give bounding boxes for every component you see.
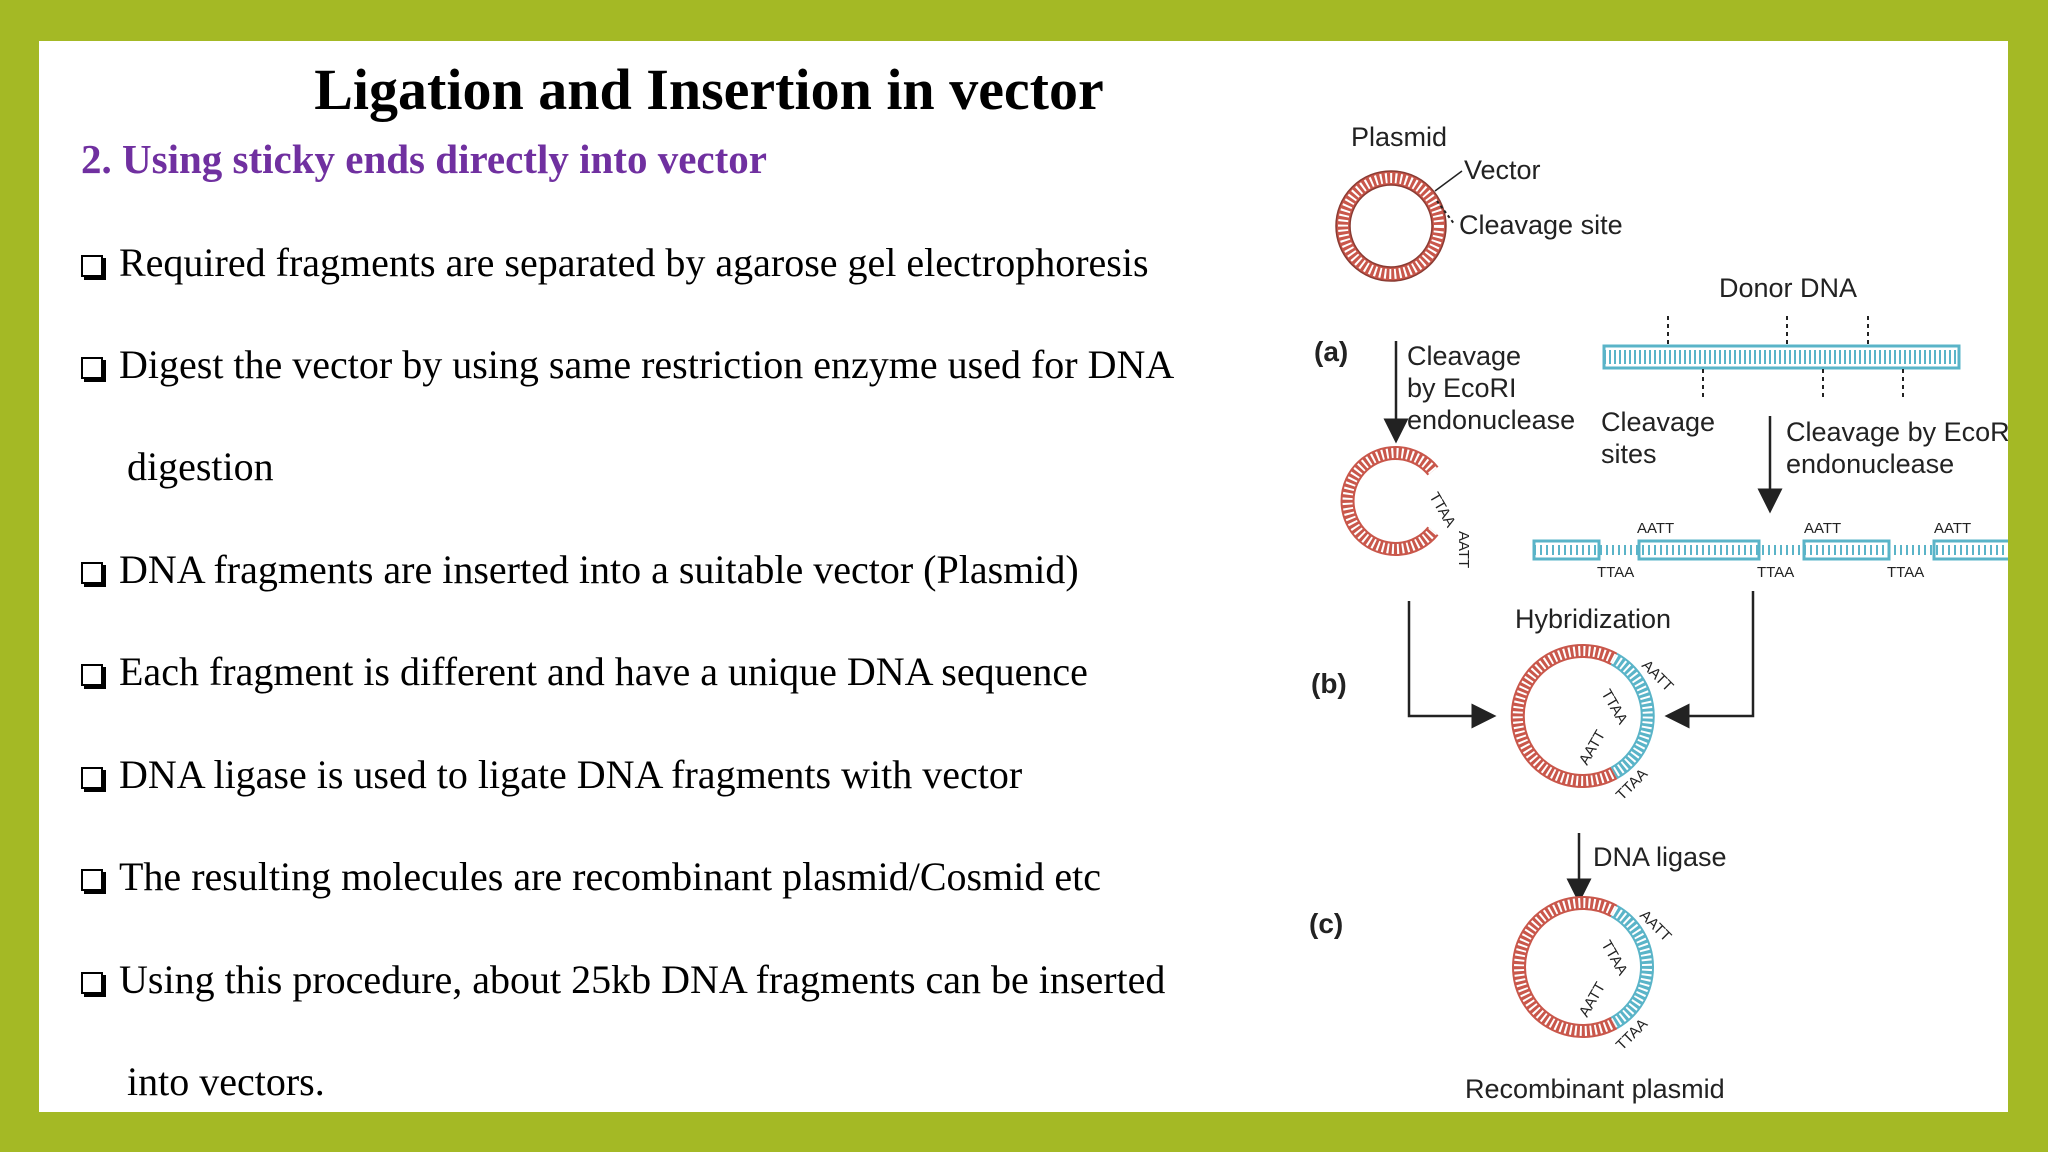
sites-label: sites	[1601, 439, 1657, 469]
bullet-4: Each fragment is different and have a un…	[81, 648, 1088, 696]
endonuclease-label: endonuclease	[1407, 405, 1575, 435]
cleavage-site-label: Cleavage site	[1459, 210, 1623, 240]
bullet-7: Using this procedure, about 25kb DNA fra…	[81, 956, 1165, 1004]
bullet-2: Digest the vector by using same restrict…	[81, 341, 1174, 389]
checkbox-bullet-icon	[81, 562, 103, 584]
donor-dna-strand	[1602, 344, 1961, 370]
donor-fragments	[1532, 539, 2008, 561]
bullet-6: The resulting molecules are recombinant …	[81, 853, 1101, 901]
svg-text:AATT: AATT	[1455, 531, 1472, 568]
panel-a-label: (a)	[1314, 336, 1348, 367]
cleavage-by-ecori-label: Cleavage by EcoRI	[1786, 417, 2008, 447]
cleavage-sites-label: Cleavage	[1601, 407, 1715, 437]
donor-dna-label: Donor DNA	[1719, 273, 1857, 303]
bullet-1: Required fragments are separated by agar…	[81, 239, 1149, 287]
plasmid-icon	[1335, 170, 1447, 282]
slide-title: Ligation and Insertion in vector	[314, 57, 1104, 122]
hybridized-plasmid-icon	[1510, 644, 1655, 788]
panel-c-label: (c)	[1309, 908, 1343, 939]
checkbox-bullet-icon	[81, 664, 103, 686]
svg-text:AATT: AATT	[1576, 727, 1609, 768]
svg-text:TTAA: TTAA	[1597, 564, 1634, 581]
checkbox-bullet-icon	[81, 767, 103, 789]
svg-text:TTAA: TTAA	[1757, 564, 1794, 581]
bullet-7-continuation: into vectors.	[127, 1059, 325, 1104]
svg-text:TTAA: TTAA	[1598, 938, 1631, 979]
checkbox-bullet-icon	[81, 357, 103, 379]
svg-text:TTAA: TTAA	[1887, 564, 1924, 581]
slide: Ligation and Insertion in vector 2. Usin…	[39, 41, 2008, 1112]
dna-ligase-label: DNA ligase	[1593, 842, 1727, 872]
bullet-5: DNA ligase is used to ligate DNA fragmen…	[81, 751, 1022, 799]
recombinant-plasmid-icon	[1512, 896, 1654, 1038]
plasmid-label: Plasmid	[1351, 122, 1447, 152]
svg-text:AATT: AATT	[1934, 520, 1971, 537]
svg-text:AATT: AATT	[1804, 520, 1841, 537]
vector-label: Vector	[1464, 155, 1541, 185]
opened-plasmid-icon	[1340, 446, 1439, 556]
panel-b-label: (b)	[1311, 668, 1347, 699]
svg-text:AATT: AATT	[1637, 520, 1674, 537]
by-ecori-label: by EcoRI	[1407, 373, 1517, 403]
bullet-3: DNA fragments are inserted into a suitab…	[81, 546, 1079, 594]
checkbox-bullet-icon	[81, 255, 103, 277]
svg-text:AATT: AATT	[1576, 979, 1609, 1020]
checkbox-bullet-icon	[81, 972, 103, 994]
cleavage-label: Cleavage	[1407, 341, 1521, 371]
checkbox-bullet-icon	[81, 869, 103, 891]
hybridization-label: Hybridization	[1515, 604, 1671, 634]
recombinant-plasmid-label: Recombinant plasmid	[1465, 1074, 1725, 1104]
svg-text:TTAA: TTAA	[1598, 687, 1631, 728]
bullet-2-continuation: digestion	[127, 444, 274, 489]
svg-text:TTAA: TTAA	[1426, 490, 1459, 531]
recombinant-plasmid-diagram: Plasmid Vector Cleavage site (a) Cleavag…	[1309, 122, 2008, 1104]
slide-subtitle: 2. Using sticky ends directly into vecto…	[81, 136, 767, 182]
endonuclease-2-label: endonuclease	[1786, 449, 1954, 479]
